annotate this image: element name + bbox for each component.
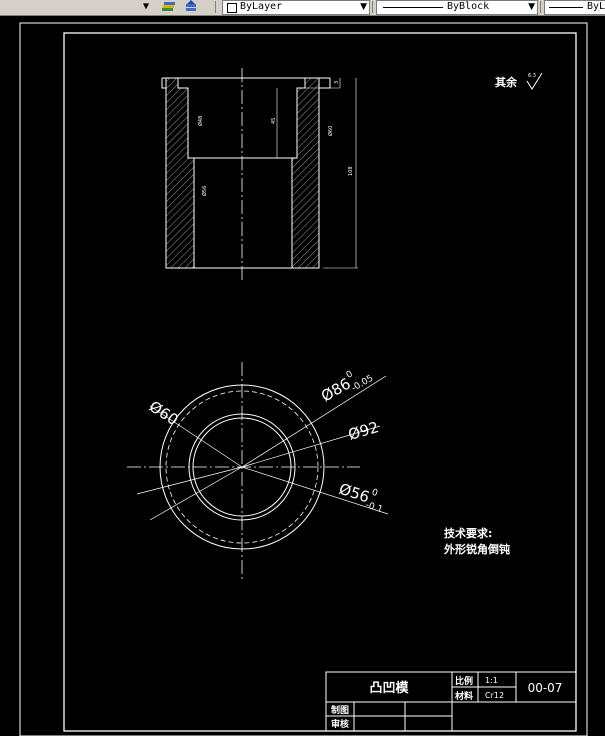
surface-roughness-icon: 6.3 (526, 72, 543, 90)
dim-bore-upper-text: Ø48 (197, 116, 204, 126)
toolbar: ▼ ByLayer ▼ ByBlock ▼ ByL (0, 0, 605, 16)
circle-86 (165, 390, 319, 544)
dim-overall-height-text: 108 (348, 166, 354, 176)
circle-56 (192, 417, 292, 517)
plan-view: Ø60 Ø86 0 -0.05 Ø92 Ø56 0 -0.1 (127, 362, 389, 582)
line-sample-icon (383, 7, 443, 8)
drawn-label: 制图 (331, 704, 349, 716)
circle-60 (188, 413, 296, 521)
dim-d56: Ø56 0 -0.1 (337, 480, 384, 516)
material-label: 材料 (454, 690, 473, 702)
line-sample-icon (549, 7, 583, 8)
toolbar-separator (215, 1, 216, 13)
scale-value: 1:1 (485, 676, 498, 685)
toolbar-separator (540, 1, 541, 13)
layer-combo[interactable]: ByLayer ▼ (222, 0, 370, 15)
chevron-down-icon[interactable]: ▼ (528, 2, 535, 12)
svg-text:0: 0 (345, 369, 355, 381)
dim-d60-text: Ø60 (146, 397, 182, 429)
layer-stack-icon[interactable] (160, 0, 176, 14)
title-block (325, 671, 577, 732)
sheet-outer-border (19, 22, 588, 736)
drawing-number: 00-07 (528, 681, 563, 695)
circle-92 (159, 384, 325, 550)
dim-bore-lower-text: Ø56 (201, 186, 208, 196)
scale-label: 比例 (455, 675, 473, 687)
svg-text:-0.1: -0.1 (364, 500, 384, 515)
dim-d92-text: Ø92 (346, 418, 381, 444)
tech-req-title: 技术要求: (444, 526, 492, 540)
linetype-combo[interactable]: ByBlock ▼ (376, 0, 538, 15)
section-view: 108 45 3 Ø48 Ø56 Ø60 (161, 68, 358, 280)
dim-flange-top-text: 3 (334, 81, 340, 84)
color-swatch-icon (227, 3, 237, 13)
svg-text:6.3: 6.3 (528, 73, 536, 79)
dim-d86: Ø86 0 -0.05 (318, 369, 375, 405)
dim-counterbore-text: 45 (271, 118, 277, 124)
sheet-frame (63, 32, 577, 732)
drawing-canvas[interactable]: 108 45 3 Ø48 Ø56 Ø60 其余 6.3 Ø60 Ø86 0 -0… (0, 16, 605, 736)
linetype-combo-value: ByBlock (447, 1, 490, 12)
toolbar-separator (372, 1, 373, 13)
chevron-down-icon[interactable]: ▼ (360, 2, 367, 12)
right-wall (291, 77, 320, 269)
lineweight-combo[interactable]: ByL (544, 0, 605, 15)
checked-label: 审核 (331, 718, 349, 730)
layer-combo-value: ByLayer (240, 1, 283, 12)
tech-req-line: 外形锐角倒钝 (443, 542, 510, 556)
dropdown-arrow-icon[interactable]: ▼ (143, 1, 150, 12)
layer-previous-icon[interactable] (183, 0, 199, 14)
roughness-note: 其余 (495, 75, 518, 89)
material-value: Cr12 (485, 691, 504, 700)
part-name: 凸凹模 (369, 680, 409, 696)
lineweight-combo-value: ByL (587, 1, 605, 12)
dim-outer-right-text: Ø60 (327, 126, 334, 136)
left-wall (165, 77, 195, 269)
svg-text:0: 0 (370, 488, 379, 499)
